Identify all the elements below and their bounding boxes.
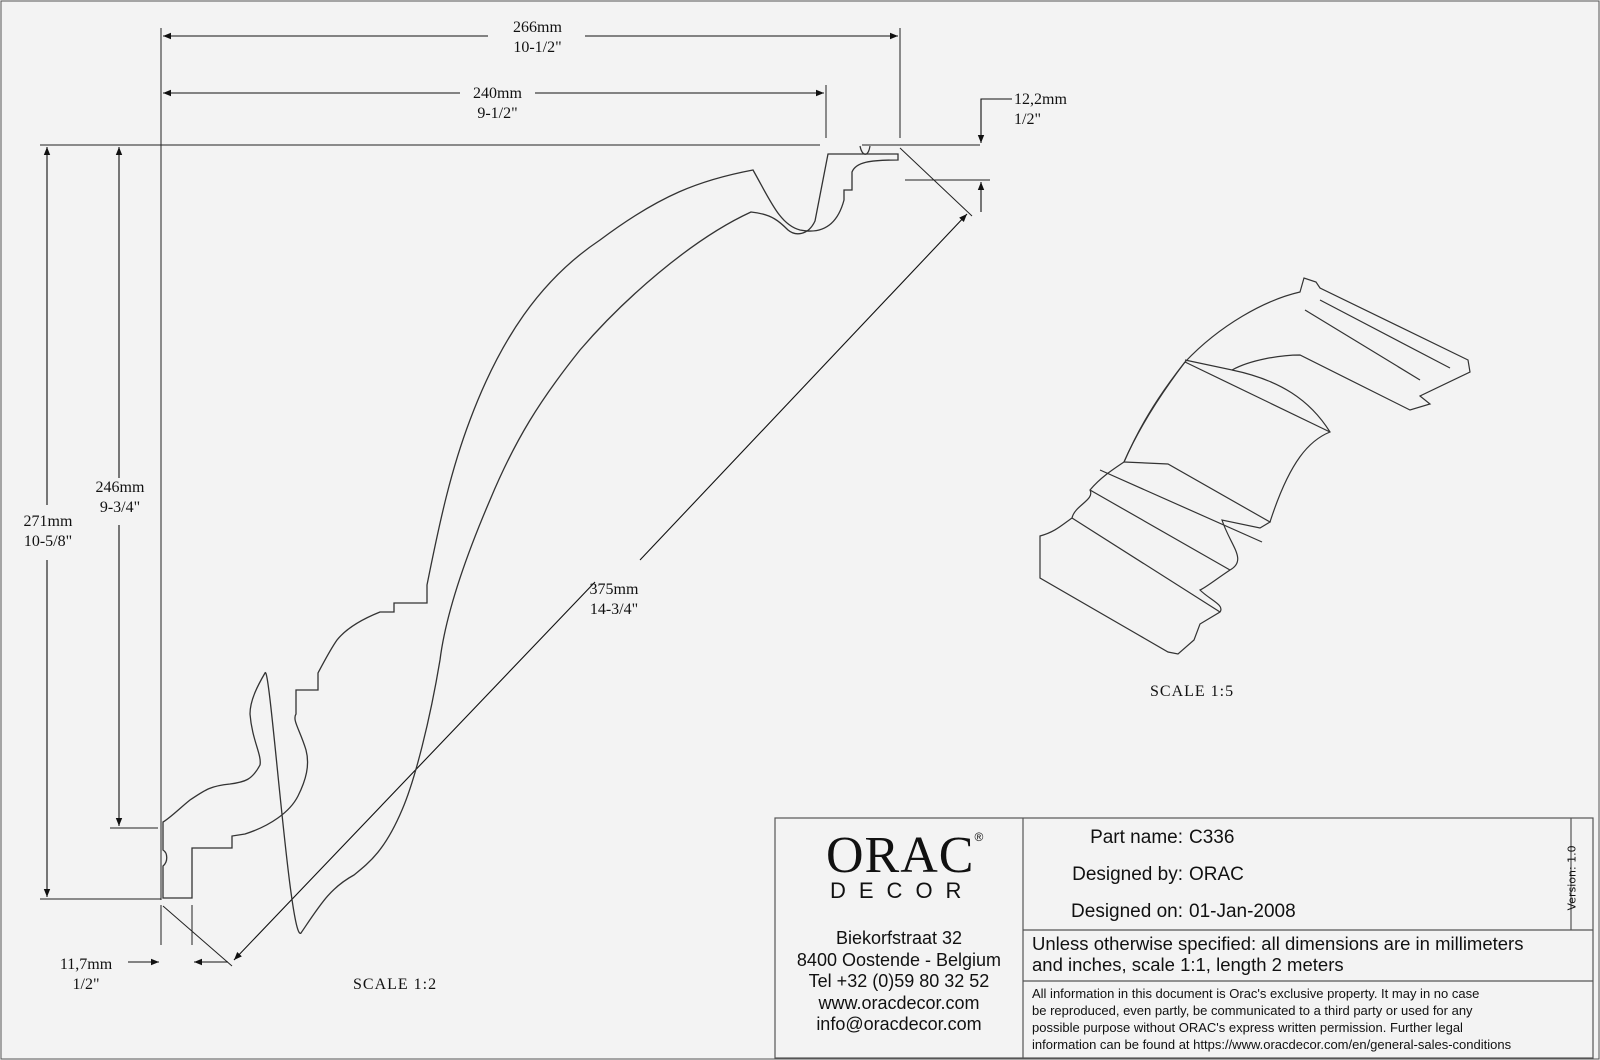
orac-logo: ORAC®	[826, 826, 984, 885]
designed-on-value: 01-Jan-2008	[1189, 901, 1296, 922]
note-line: and inches, scale 1:1, length 2 meters	[1032, 954, 1344, 975]
designed-on-label: Designed on:	[1071, 901, 1183, 922]
dim-label-width-total: 266mm 10-1/2"	[490, 18, 585, 58]
dim-line-12-top	[977, 98, 1012, 143]
dim-label-height-total: 271mm 10-5/8"	[14, 512, 82, 552]
logo-text: ORAC	[826, 827, 975, 884]
dim-mm: 11,7mm	[59, 956, 113, 973]
legal-notice: All information in this document is Orac…	[1032, 985, 1511, 1053]
legal-line: possible purpose without ORAC's express …	[1032, 1020, 1463, 1035]
dim-mm: 266mm	[513, 19, 562, 36]
dim-in: 10-5/8"	[23, 533, 73, 550]
address-city: 8400 Oostende - Belgium	[796, 949, 1002, 970]
part-name-value: C336	[1189, 827, 1235, 848]
registered-mark: ®	[974, 830, 985, 844]
dim-in: 14-3/4"	[589, 601, 639, 618]
company-address: Biekorfstraat 32 8400 Oostende - Belgium…	[775, 928, 1023, 1036]
dim-mm: 375mm	[589, 581, 639, 598]
dim-in: 1/2"	[72, 976, 100, 993]
legal-line: All information in this document is Orac…	[1032, 986, 1480, 1001]
address-website: www.oracdecor.com	[818, 992, 980, 1013]
decor-logo: DECOR	[830, 878, 975, 903]
dim-in: 10-1/2"	[513, 39, 562, 56]
address-street: Biekorfstraat 32	[835, 928, 963, 948]
title-block-frame	[774, 817, 1594, 1059]
note-line: Unless otherwise specified: all dimensio…	[1032, 933, 1524, 954]
scale-label-perspective: SCALE 1:5	[1150, 683, 1235, 700]
dim-mm: 12,2mm	[1014, 91, 1067, 108]
dim-label-height-inner: 246mm 9-3/4"	[86, 478, 154, 518]
version-label: Version: 1.0	[1565, 845, 1579, 911]
dim-mm: 240mm	[473, 85, 522, 102]
dim-line-375-lower	[233, 581, 596, 961]
dim-in: 1/2"	[1014, 111, 1041, 128]
legal-line: be reproduced, even partly, be communica…	[1032, 1003, 1473, 1018]
dim-in: 9-3/4"	[99, 499, 141, 516]
address-phone: Tel +32 (0)59 80 32 52	[808, 971, 990, 991]
address-email: info@oracdecor.com	[816, 1014, 982, 1034]
cornice-profile	[162, 153, 899, 934]
dim-in: 9-1/2"	[477, 105, 518, 122]
legal-line: information can be found at https://www.…	[1032, 1037, 1512, 1052]
dim-label-bottom-lip: 11,7mm 1/2"	[50, 955, 122, 995]
dim-line-375-upper	[639, 213, 968, 561]
dim-mm: 246mm	[95, 479, 145, 496]
perspective-view	[1039, 277, 1471, 655]
part-name-label: Part name:	[1090, 827, 1183, 848]
extension-lines	[40, 28, 990, 967]
dim-label-diagonal: 375mm 14-3/4"	[578, 580, 650, 620]
dim-label-width-inner: 240mm 9-1/2"	[460, 84, 535, 124]
scale-label-profile: SCALE 1:2	[353, 976, 438, 993]
top-notch	[859, 145, 871, 155]
dimension-note: Unless otherwise specified: all dimensio…	[1032, 933, 1523, 975]
dim-label-top-lip: 12,2mm 1/2"	[1014, 90, 1067, 130]
designed-by-label: Designed by:	[1072, 864, 1183, 885]
dim-mm: 271mm	[23, 513, 73, 530]
designed-by-value: ORAC	[1189, 864, 1244, 885]
